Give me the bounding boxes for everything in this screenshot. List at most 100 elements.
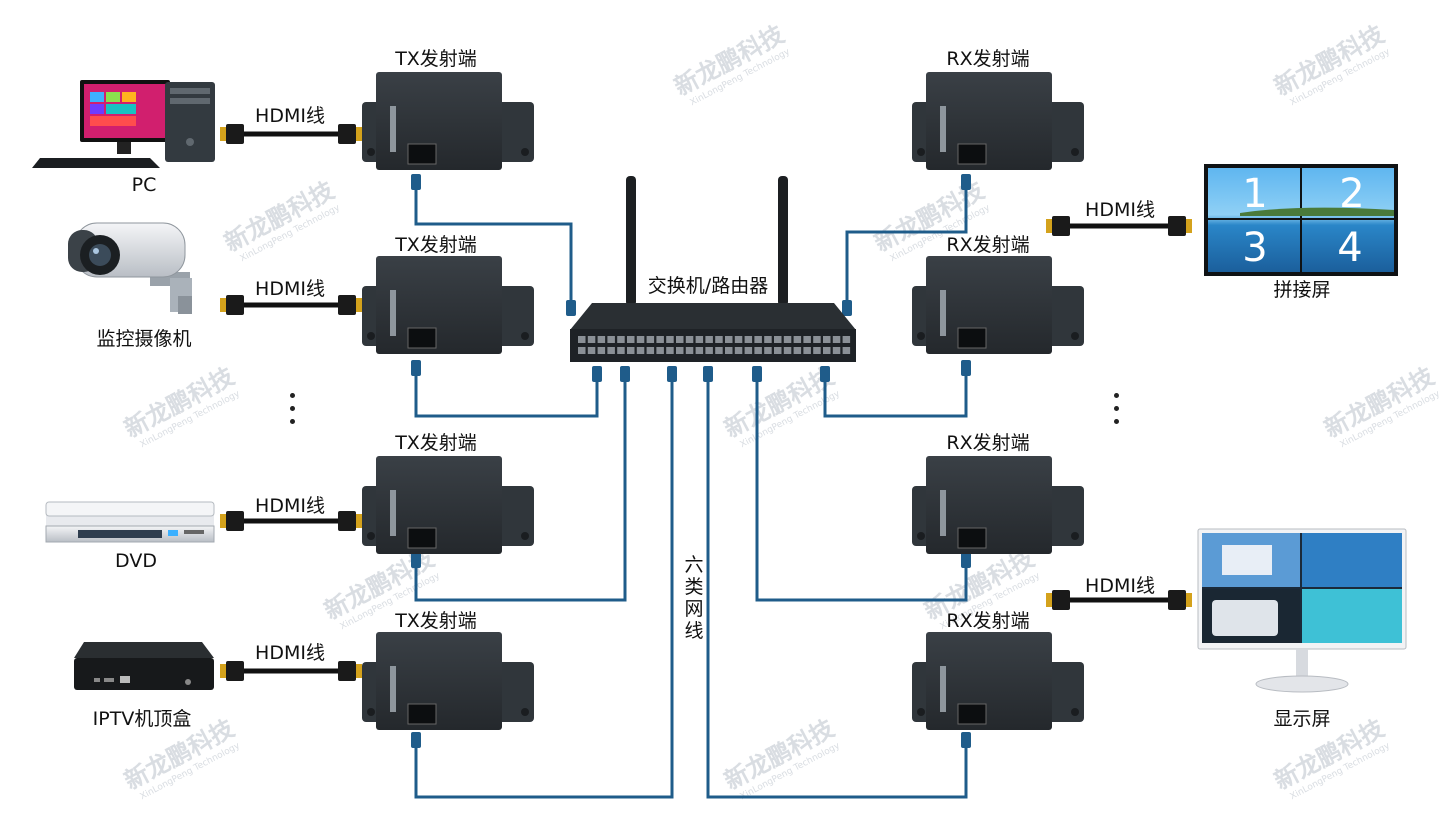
switch-port [783, 336, 792, 343]
switch-port [734, 347, 743, 354]
hdmi-cable-iptv [220, 661, 362, 681]
rx-label-1: RX发射端 [946, 48, 1030, 70]
rj45-plug [961, 732, 971, 748]
cable-tx4 [414, 372, 674, 799]
switch-port [597, 347, 606, 354]
hdmi-label-wall: HDMI线 [1085, 199, 1155, 221]
switch-port [803, 347, 811, 354]
rj45-plug [820, 366, 830, 382]
switch-port [754, 336, 762, 343]
rx-box-3 [912, 456, 1084, 554]
switch-port [676, 347, 684, 354]
rx-box-4 [912, 632, 1084, 730]
camera-icon [68, 222, 192, 314]
cable-rx1 [845, 182, 968, 310]
hdmi-cable-wall [1046, 216, 1192, 236]
source-label-iptv: IPTV机顶盒 [92, 708, 192, 730]
switch-port [842, 347, 851, 354]
monitor-icon [1197, 528, 1407, 693]
switch-port [676, 336, 684, 343]
switch-port [842, 336, 851, 343]
switch-port [705, 347, 713, 354]
switch-port [607, 347, 615, 354]
rx-label-2: RX发射端 [946, 234, 1030, 256]
tx-label-4: TX发射端 [395, 610, 477, 632]
video-wall-icon [1204, 164, 1398, 276]
switch-port [597, 336, 606, 343]
rj45-plug [411, 360, 421, 376]
switch-port [666, 347, 674, 354]
rx-label-3: RX发射端 [946, 432, 1030, 454]
switch-port [754, 347, 762, 354]
switch-port [578, 336, 586, 343]
switch-port [587, 336, 596, 343]
switch-port [685, 336, 694, 343]
switch-port [705, 336, 713, 343]
switch-port [744, 347, 753, 354]
switch-ports [578, 336, 851, 354]
rx-box-1 [912, 72, 1084, 170]
hdmi-cable-pc [220, 124, 362, 144]
settop-box-icon [74, 642, 214, 690]
switch-port [685, 347, 694, 354]
switch-port [725, 336, 733, 343]
switch-port [695, 347, 704, 354]
cable-label: 六类网线 [684, 554, 704, 642]
switch-port [646, 336, 655, 343]
switch-port [803, 336, 811, 343]
source-label-dvd: DVD [115, 550, 157, 572]
switch-port [734, 336, 743, 343]
hdmi-cable-monitor [1046, 590, 1192, 610]
wall-tile-3: 3 [1242, 225, 1268, 271]
rx-box-2 [912, 256, 1084, 354]
switch-port [823, 336, 831, 343]
switch-port [578, 347, 586, 354]
display-label-monitor: 显示屏 [1273, 708, 1331, 730]
hdmi-cable-camera [220, 295, 362, 315]
switch-port [607, 336, 615, 343]
switch-port [656, 336, 664, 343]
tx-label-1: TX发射端 [395, 48, 477, 70]
rj45-plug [667, 366, 677, 382]
switch-port [774, 336, 782, 343]
more-sources-ellipsis [290, 393, 298, 432]
hdmi-label-monitor: HDMI线 [1085, 575, 1155, 597]
switch-port [823, 347, 831, 354]
rj45-plug [592, 366, 602, 382]
hdmi-label-pc: HDMI线 [255, 105, 325, 127]
switch-port [715, 336, 723, 343]
rj45-plug [703, 366, 713, 382]
switch-port [744, 336, 753, 343]
more-displays-ellipsis [1114, 393, 1122, 432]
cat6-cables [414, 182, 968, 799]
hdmi-cable-dvd [220, 511, 362, 531]
hdmi-cables [220, 124, 1192, 681]
extender-boxes [362, 72, 1084, 730]
hdmi-label-camera: HDMI线 [255, 278, 325, 300]
switch-port [646, 347, 655, 354]
switch-port [587, 347, 596, 354]
tx-box-2 [362, 256, 534, 354]
rx-label-4: RX发射端 [946, 610, 1030, 632]
switch-port [666, 336, 674, 343]
cable-tx2 [414, 368, 599, 418]
rj45-plug [752, 366, 762, 382]
cable-rx4 [706, 372, 968, 799]
tx-box-1 [362, 72, 534, 170]
switch-port [695, 336, 704, 343]
switch-port [656, 347, 664, 354]
switch-port [793, 336, 802, 343]
rj45-plug [961, 360, 971, 376]
router-icon [570, 176, 856, 362]
source-label-camera: 监控摄像机 [96, 328, 192, 350]
pc-icon [32, 80, 215, 168]
